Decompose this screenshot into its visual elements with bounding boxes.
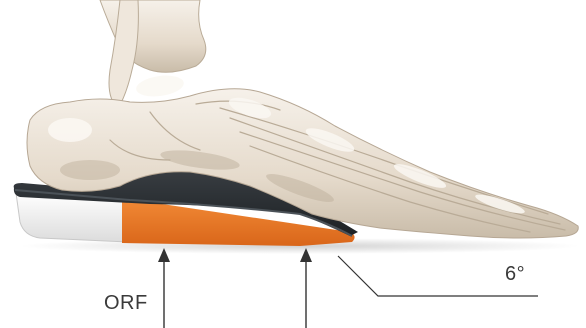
force-arrows [158,248,312,328]
orf-label: ORF [104,292,148,315]
angle-label: 6° [505,263,525,286]
